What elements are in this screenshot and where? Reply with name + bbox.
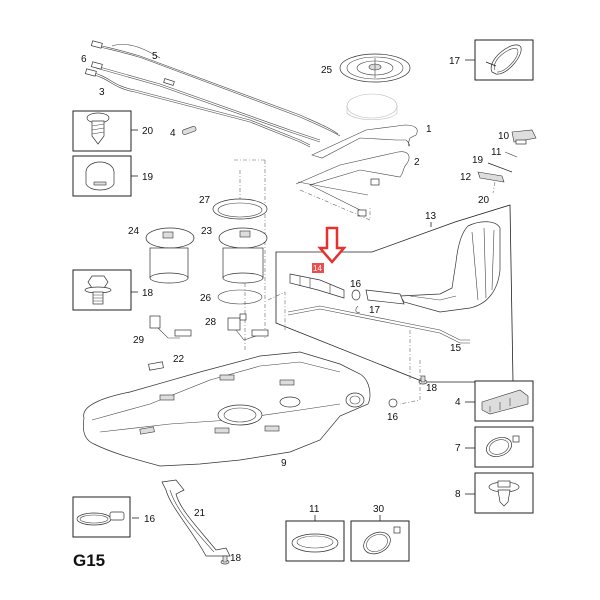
level-sensor-28	[227, 313, 269, 341]
pipe-15	[287, 305, 470, 341]
label-9: 9	[281, 458, 287, 469]
label-3: 3	[99, 87, 105, 98]
label-21: 21	[194, 508, 206, 519]
screw-icon	[86, 112, 110, 145]
hose-14	[289, 273, 405, 305]
clip-16-mid-icon	[388, 398, 398, 408]
vent-pipes-1-2	[295, 124, 418, 217]
label-1: 1	[426, 124, 432, 135]
clip-4-icon	[182, 125, 197, 135]
part-10-icon	[511, 129, 537, 145]
label-18-box: 18	[142, 288, 154, 299]
lock-ring-25	[339, 53, 411, 83]
seal-ring-26	[217, 289, 263, 305]
level-sensor-29	[149, 315, 192, 339]
label-18-bottom: 18	[230, 553, 242, 564]
label-10: 10	[498, 131, 510, 142]
fuel-lines-3-5-6	[84, 40, 341, 148]
label-26: 26	[200, 293, 212, 304]
label-16-mid: 16	[387, 412, 399, 423]
seal-cap-icon	[85, 161, 115, 191]
fuel-tank-9	[82, 351, 371, 467]
part-12-icon	[477, 171, 505, 183]
bolt-icon	[84, 275, 112, 305]
lock-ring-27	[212, 198, 268, 220]
clip-17-icon	[355, 305, 361, 313]
band-clamp-icon	[485, 44, 522, 75]
label-4-box: 4	[455, 397, 461, 408]
label-11-top: 11	[491, 147, 502, 158]
label-24: 24	[128, 226, 140, 237]
label-17-hose: 17	[369, 305, 381, 316]
label-22: 22	[173, 354, 185, 365]
part-box-17[interactable]	[474, 39, 534, 81]
red-down-arrow-icon	[317, 226, 347, 264]
label-7: 7	[455, 443, 461, 454]
label-15: 15	[450, 343, 462, 354]
filler-assembly-frame	[275, 204, 514, 383]
gasket-ring-icon	[291, 533, 339, 553]
label-30: 30	[373, 504, 385, 515]
push-clip-icon	[488, 480, 520, 507]
label-20-right: 20	[478, 195, 490, 206]
label-4-small: 4	[170, 128, 176, 139]
label-8: 8	[455, 489, 461, 500]
fuel-pump-24	[145, 227, 195, 284]
tank-strap-21	[161, 479, 231, 557]
label-29: 29	[133, 335, 145, 346]
label-23: 23	[201, 226, 213, 237]
bolt-18-mid-icon	[418, 375, 428, 385]
connector-block-icon	[481, 389, 529, 415]
label-6: 6	[81, 54, 87, 65]
label-27: 27	[199, 195, 211, 206]
label-14: 14	[313, 264, 322, 273]
label-19-box: 19	[142, 172, 154, 183]
diagram-code: G15	[73, 551, 105, 570]
label-11-box: 11	[309, 504, 320, 515]
bolt-18-bottom-icon	[220, 555, 230, 565]
label-17-top: 17	[449, 56, 461, 67]
label-19-right: 19	[472, 155, 484, 166]
label-12: 12	[460, 172, 472, 183]
label-2: 2	[414, 157, 420, 168]
hose-clamp-icon	[486, 435, 520, 457]
pad-22	[148, 361, 164, 371]
label-25: 25	[321, 65, 333, 76]
band-clamp-16-icon	[76, 511, 125, 526]
filler-neck-13	[399, 221, 501, 313]
label-5: 5	[152, 51, 158, 62]
hose-clamp-30-icon	[363, 526, 401, 555]
fuel-pump-23	[218, 227, 268, 284]
highlight-marker-14	[312, 263, 324, 273]
label-20-box: 20	[142, 126, 154, 137]
label-16-hose: 16	[350, 279, 362, 290]
label-28: 28	[205, 317, 217, 328]
label-13: 13	[425, 211, 437, 222]
label-16-box: 16	[144, 514, 156, 525]
ghost-flange	[346, 93, 398, 121]
label-18-mid: 18	[426, 383, 438, 394]
